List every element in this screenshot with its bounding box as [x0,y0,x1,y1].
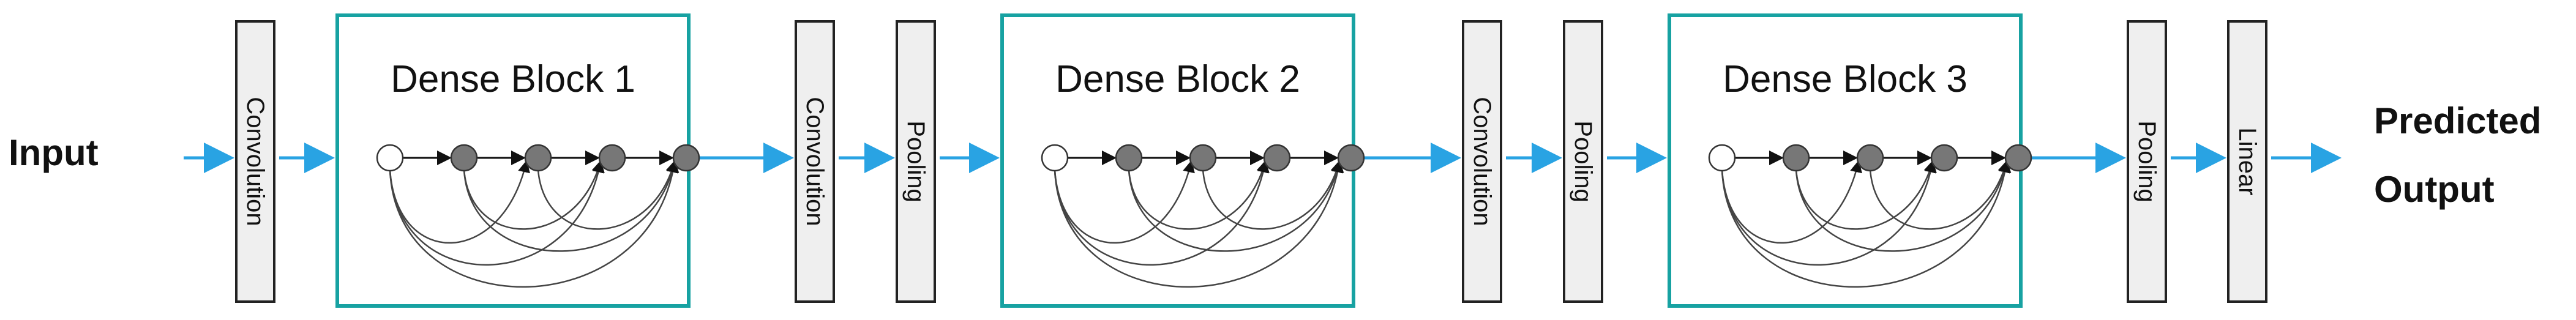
dense-block-2: Dense Block 2 [1000,13,1365,308]
dense-block-title: Dense Block 2 [1055,58,1300,100]
skip-connection [1128,160,1344,252]
skip-connection [389,160,530,244]
skip-connection [1054,160,1344,288]
output-label-line1: Predicted [2374,100,2541,141]
layer-label: Pooling [902,121,929,202]
skip-connection [1869,160,2010,230]
input-label: Input [9,132,99,173]
input-node [1041,144,1069,172]
input-node [376,144,404,172]
layer-convolution-2: Convolution [795,20,835,303]
dense-block-1: Dense Block 1 [335,13,700,308]
layer-pooling-1: Pooling [896,20,936,303]
layer-pooling-2: Pooling [1563,20,1603,303]
skip-connection [1721,160,1937,266]
layer-convolution-1: Convolution [235,20,275,303]
skip-connection [1128,160,1268,230]
input-node [1708,144,1736,172]
skip-connection [1721,160,2012,288]
skip-connection [389,160,605,266]
skip-connection [463,160,679,252]
feature-node [2004,144,2032,172]
feature-node [1337,144,1365,172]
dense-block-title: Dense Block 1 [391,58,635,100]
skip-connection [537,160,678,230]
layer-pooling-3: Pooling [2127,20,2167,303]
feature-node [1930,144,1958,172]
skip-connection [463,160,604,230]
dense-graph-2 [1041,144,1365,288]
output-label-line2: Output [2374,169,2495,210]
skip-connection [1054,160,1270,266]
layer-label: Pooling [1570,121,1597,202]
feature-node [1263,144,1291,172]
skip-connection [1795,160,1936,230]
feature-node [524,144,552,172]
skip-connection [1721,160,1862,244]
feature-node [450,144,478,172]
layer-label: Linear [2234,127,2261,195]
skip-connection [389,160,680,288]
skip-connection [1054,160,1195,244]
feature-node [1856,144,1884,172]
dense-block-title: Dense Block 3 [1723,58,1968,100]
feature-node [672,144,700,172]
layer-label: Convolution [801,97,828,226]
layer-linear: Linear [2227,20,2267,303]
feature-node [1782,144,1810,172]
feature-node [1189,144,1217,172]
layer-label: Convolution [242,97,269,226]
feature-node [598,144,626,172]
dense-graph-3 [1708,144,2032,288]
layer-convolution-3: Convolution [1462,20,1502,303]
skip-connection [1795,160,2011,252]
dense-block-3: Dense Block 3 [1668,13,2032,308]
dense-graph-1 [376,144,700,288]
feature-node [1115,144,1143,172]
layer-label: Convolution [1469,97,1496,226]
layer-label: Pooling [2133,121,2160,202]
skip-connection [1202,160,1342,230]
